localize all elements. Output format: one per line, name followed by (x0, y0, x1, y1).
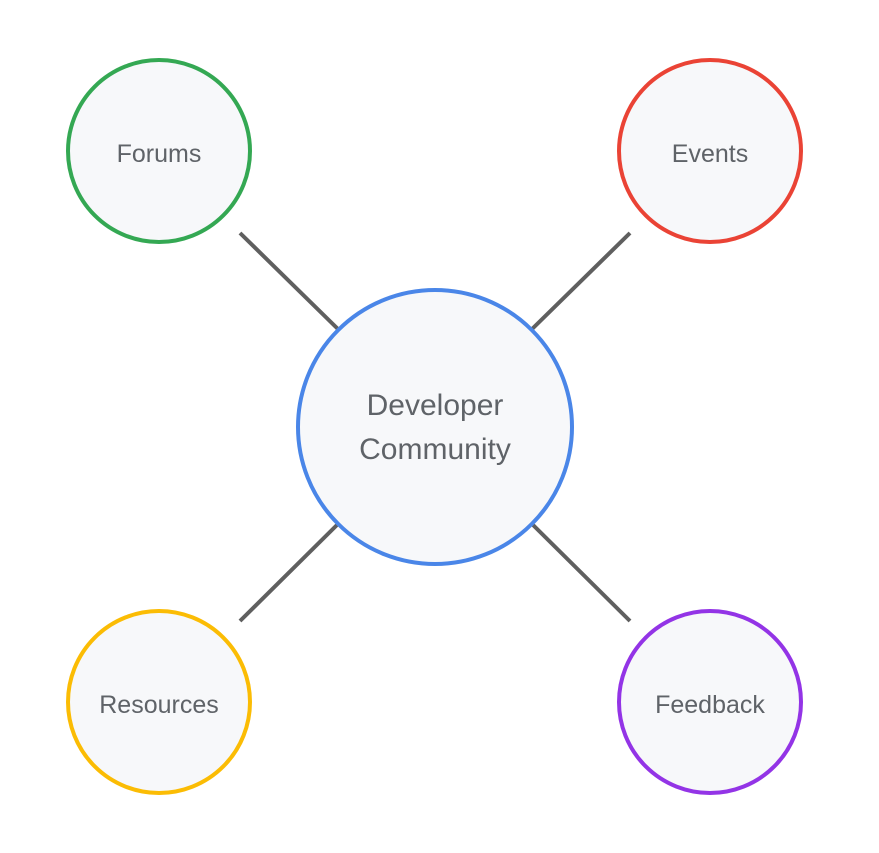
node-resources[interactable]: Resources (66, 609, 252, 795)
node-developer-community[interactable]: Developer Community (296, 288, 574, 566)
connector-line-resources (238, 518, 344, 623)
node-forums-label: Forums (116, 139, 202, 168)
node-events[interactable]: Events (617, 58, 803, 244)
node-feedback-label: Feedback (655, 690, 765, 719)
connector-line-feedback (526, 518, 632, 623)
node-resources-label: Resources (99, 690, 219, 719)
connector-line-forums (238, 231, 344, 335)
center-node-label: Developer Community (359, 389, 511, 466)
node-events-label: Events (671, 139, 749, 168)
connector-line-events (526, 231, 632, 335)
node-forums[interactable]: Forums (66, 58, 252, 244)
node-feedback[interactable]: Feedback (617, 609, 803, 795)
